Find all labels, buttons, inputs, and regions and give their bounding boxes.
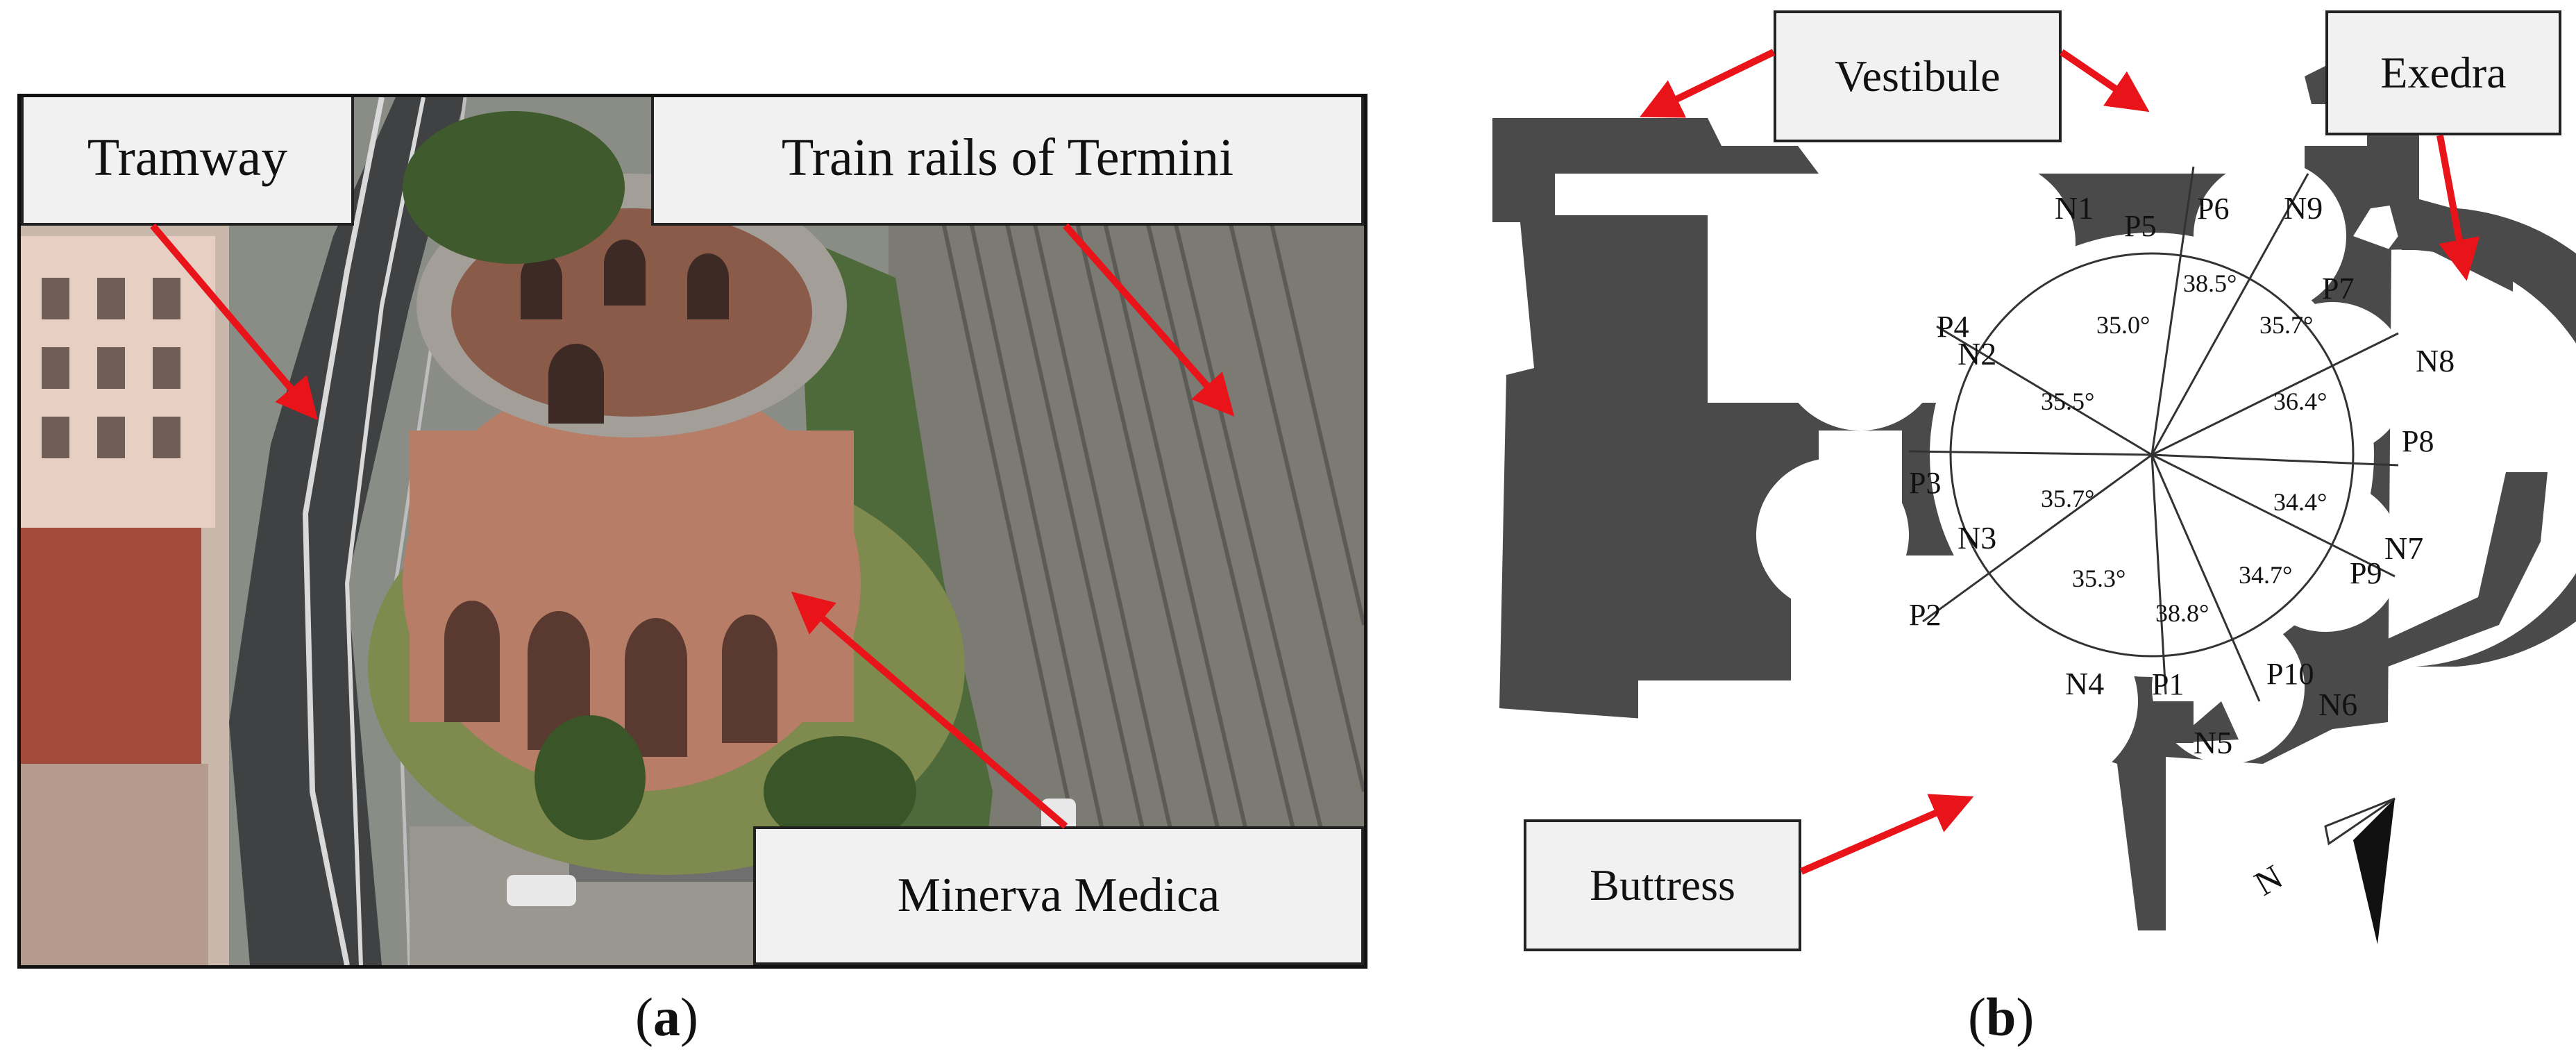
pillar-P1: P1 [2152,667,2184,701]
angle-10: 35.0° [2096,311,2150,339]
exedra-arc [2388,207,2576,667]
minerva-medica-label: Minerva Medica [753,826,1364,965]
pillar-P3: P3 [1909,466,1941,500]
exedra-label: Exedra [2325,10,2561,135]
minerva-medica-arrow [791,592,1068,829]
vestibule-arrow-left [1640,49,1776,118]
train-rails-label: Train rails of Termini [651,97,1364,226]
caption-b: (b) [1968,987,2035,1047]
aerial-photo [21,97,1364,965]
niche-N2: N2 [1958,336,1996,371]
niche-N5: N5 [2194,725,2232,760]
pillar-P4: P4 [1937,310,1969,344]
aerial-photo-panel: Tramway Train rails of Termini Minerva M… [17,94,1367,969]
plan-radial-lines [1908,166,2399,702]
vestibule-arrow-right [2060,49,2150,112]
niche-N3: N3 [1958,520,1996,555]
train-rails-label-text: Train rails of Termini [781,128,1234,187]
pillar-P6: P6 [2197,192,2229,226]
angle-7: 35.3° [2072,565,2125,592]
tramway-label-text: Tramway [87,128,288,187]
angle-8: 35.7° [2041,485,2094,512]
tramway-label: Tramway [21,97,354,226]
caption-a: (a) [635,987,698,1047]
niche-N4: N4 [2065,666,2104,701]
vestibule-label: Vestibule [1774,10,2062,142]
exedra-arrow [2436,135,2480,281]
niche-N8: N8 [2416,343,2455,378]
pillar-P5: P5 [2124,209,2156,243]
floor-plan [1492,56,2576,930]
caption-b-letter: b [1985,987,2017,1047]
buttress-label: Buttress [1524,819,1801,951]
angle-9: 35.5° [2041,387,2094,415]
panel-b-arrows [1640,49,2480,875]
plan-diagram-panel: N1 N2 N3 N4 N5 N6 N7 N8 N9 P1 P2 P3 P4 P… [1430,0,2576,972]
angle-3: 36.4° [2273,387,2327,415]
caption-a-letter: a [653,987,680,1047]
plan-labels: N1 N2 N3 N4 N5 N6 N7 N8 N9 P1 P2 P3 P4 P… [1909,190,2455,944]
panel-a-arrows [150,223,1235,829]
pillar-P2: P2 [1909,598,1941,632]
niche-N1: N1 [2055,190,2094,226]
angle-2: 35.7° [2259,311,2313,339]
buttress-arrow [1800,794,1974,875]
vestibule-label-text: Vestibule [1835,51,2001,101]
pillar-P8: P8 [2402,424,2434,458]
pillar-P9: P9 [2350,556,2382,590]
plan-inner-circle [1949,252,2355,658]
angle-6: 38.8° [2155,599,2209,627]
tramway-arrow [150,223,318,421]
exedra-label-text: Exedra [2380,48,2507,97]
angle-1: 38.5° [2183,269,2237,297]
pillar-P10: P10 [2266,657,2314,691]
angle-5: 34.7° [2239,561,2292,589]
buttress-label-text: Buttress [1590,860,1735,910]
niche-N6: N6 [2318,687,2357,722]
angle-4: 34.4° [2273,488,2327,516]
niche-N9: N9 [2284,190,2323,226]
minerva-medica-label-text: Minerva Medica [897,869,1220,922]
pillar-P7: P7 [2322,271,2354,306]
train-rails-arrow [1063,223,1235,417]
niche-N7: N7 [2384,530,2423,566]
